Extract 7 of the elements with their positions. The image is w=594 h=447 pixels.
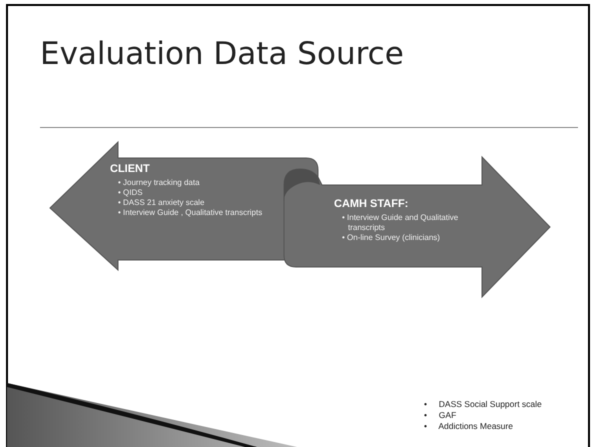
- node-heading: CAMH STAFF:: [334, 197, 410, 211]
- bullet-item: • Addictions Measure: [424, 421, 514, 432]
- bullet-item: • On-line Survey (clinicians): [342, 233, 441, 243]
- bullet-item: • Interview Guide and Qualitative transcripts: [342, 213, 460, 233]
- bullet-item: • DASS Social Support scale: [424, 399, 542, 410]
- bullet-item: • GAF: [424, 410, 458, 421]
- slide-title: Evaluation Data Source: [40, 35, 404, 74]
